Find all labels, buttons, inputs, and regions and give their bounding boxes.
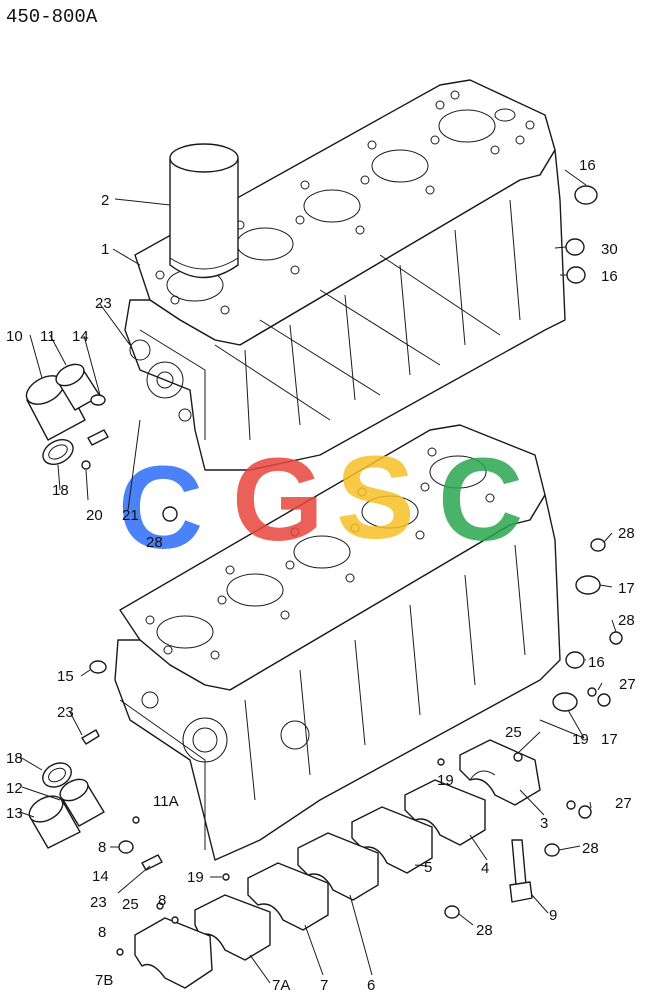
plug-30: [565, 238, 585, 256]
callout-13: 13: [6, 805, 23, 822]
leader-lines: [19, 169, 617, 984]
plug-28-b: [609, 631, 623, 645]
callout-30: 30: [601, 241, 618, 258]
watermark-letter-g: G: [232, 434, 324, 566]
callout-19-mid: 19: [437, 772, 454, 789]
callout-16-top: 16: [579, 157, 596, 174]
callout-2: 2: [101, 192, 109, 209]
plug-17-a: [575, 575, 601, 595]
callout-17-lower: 17: [601, 731, 618, 748]
callout-8-c: 8: [98, 924, 106, 941]
callout-28-bottom: 28: [476, 922, 493, 939]
pin-19-a: [222, 873, 230, 881]
callout-21: 21: [122, 507, 139, 524]
callout-11a: 11A: [153, 793, 179, 810]
callout-16-low: 16: [588, 654, 605, 671]
callout-9: 9: [549, 907, 557, 924]
callout-28-left: 28: [146, 534, 163, 551]
callout-10: 10: [6, 328, 23, 345]
callout-28-right-c: 28: [582, 840, 599, 857]
bearing-cap-7b: [134, 917, 213, 989]
plug-28-c: [544, 843, 560, 857]
bushing-12: [59, 778, 105, 827]
callout-23-mid: 23: [57, 704, 74, 721]
pin-8-d: [116, 948, 124, 956]
plug-15: [89, 660, 107, 674]
callout-28-right-b: 28: [618, 612, 635, 629]
pin-23-lower: [141, 854, 163, 871]
ball-20: [81, 460, 91, 470]
plug-28-left: [162, 506, 178, 522]
plug-16-top: [574, 185, 598, 205]
watermark-letter-c2: C: [438, 434, 523, 566]
callout-3: 3: [540, 815, 548, 832]
plug-14-lower: [118, 840, 134, 854]
plug-16-mid: [566, 266, 586, 284]
watermark-letter-s: S: [336, 432, 415, 564]
callout-7b: 7B: [95, 972, 113, 989]
callout-6: 6: [367, 977, 375, 994]
callout-7a: 7A: [272, 977, 290, 994]
bolt-27-b: [566, 800, 592, 819]
bolt-9: [509, 839, 533, 903]
callout-28-right-a: 28: [618, 525, 635, 542]
watermark-letter-c: C: [118, 442, 203, 574]
watermark: C G S C: [118, 432, 523, 574]
callout-1: 1: [101, 241, 109, 258]
callout-11: 11: [40, 328, 56, 345]
callout-18-lower: 18: [6, 750, 23, 767]
callout-15: 15: [57, 668, 74, 685]
callout-20: 20: [86, 507, 103, 524]
callout-27-upper: 27: [619, 676, 636, 693]
bolt-27-a: [587, 687, 611, 707]
pin-8-c: [171, 916, 179, 924]
pin-23-upper: [87, 429, 109, 446]
plug-14: [90, 394, 106, 406]
diagram-title: 450-800A: [6, 6, 98, 28]
pin-25-b: [156, 902, 164, 910]
callout-27-lower: 27: [615, 795, 632, 812]
seal-18-upper: [42, 439, 74, 465]
callout-23-upper: 23: [95, 295, 112, 312]
callout-17-upper: 17: [618, 580, 635, 597]
callout-8-a: 8: [98, 839, 106, 856]
upper-cylinder-block: [124, 79, 566, 471]
pin-19-b: [437, 758, 445, 766]
callout-8-b: 8: [158, 892, 166, 909]
callout-14-upper: 14: [72, 328, 89, 345]
bushing-13: [28, 795, 81, 849]
callout-labels: 2 1 23 10 11 14 18 20 21 28 16 30 16 28 …: [6, 157, 636, 994]
pin-8-a: [132, 816, 140, 824]
plug-28-d: [444, 905, 460, 919]
plug-28-a: [590, 538, 606, 552]
callout-16-mid: 16: [601, 268, 618, 285]
plug-16-low: [565, 651, 585, 669]
bearing-cap-7: [247, 862, 329, 931]
callout-25-left: 25: [122, 896, 139, 913]
callout-4: 4: [481, 860, 489, 877]
callout-18-upper: 18: [52, 482, 69, 499]
callout-7: 7: [320, 977, 328, 994]
lower-cylinder-block: [114, 424, 561, 861]
plug-17-b: [552, 692, 578, 712]
pin-23-mid: [81, 729, 100, 745]
pin-25-a: [513, 752, 523, 762]
callout-19-right: 19: [572, 731, 589, 748]
callout-19-left: 19: [187, 869, 204, 886]
callout-23-lower: 23: [90, 894, 107, 911]
callout-14-lower: 14: [92, 868, 109, 885]
cylinder-liner: [169, 143, 239, 279]
callout-25-right: 25: [505, 724, 522, 741]
callout-12: 12: [6, 780, 23, 797]
seal-18-lower: [42, 762, 72, 788]
callout-5: 5: [424, 859, 432, 876]
